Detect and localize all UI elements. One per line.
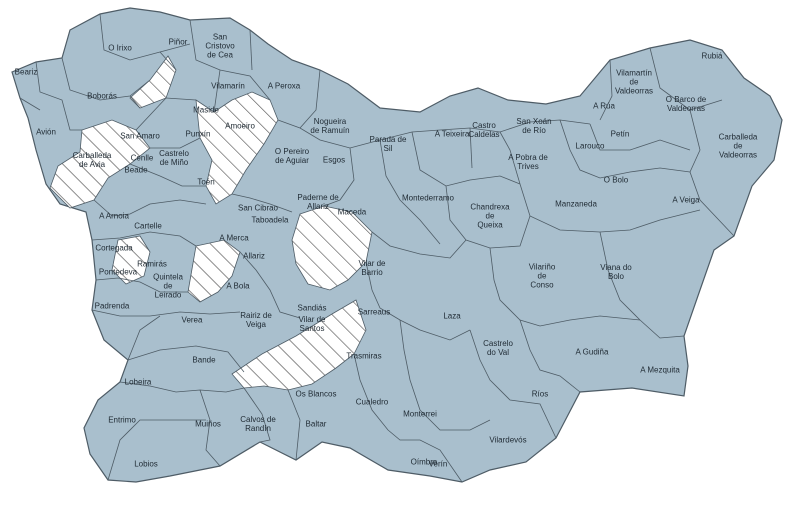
municipality-label: Beade: [124, 165, 148, 175]
municipality-label: Vilamarín: [211, 81, 245, 91]
municipality-label: Carballeda de Avia: [72, 151, 112, 169]
municipality-label: Boborás: [87, 91, 117, 101]
municipality-label: Calvos de Randín: [240, 415, 276, 433]
municipality-label: Ríos: [531, 389, 549, 399]
municipality-label: Petín: [610, 129, 630, 139]
hatched-area-ramiras: [111, 235, 151, 285]
hatched-area-center: [291, 205, 373, 291]
municipality-label: Carballeda de Valdeorras: [718, 132, 758, 160]
municipality-label: Laza: [443, 311, 461, 321]
municipality-label: Padrenda: [94, 301, 130, 311]
municipality-label: Rairiz de Veiga: [240, 311, 272, 329]
municipality-label: Sarreaus: [357, 307, 391, 317]
municipal-borders: [19, 13, 735, 483]
municipality-label: Toén: [197, 177, 215, 187]
municipality-label: Os Blancos: [295, 389, 337, 399]
municipality-label: Castro Caldelas: [468, 121, 500, 139]
municipality-label: Parada de Sil: [369, 135, 407, 153]
municipality-label: Avión: [36, 127, 56, 137]
municipality-label: Rubiá: [701, 51, 723, 61]
municipality-label: O Pereiro de Aguiar: [274, 147, 310, 165]
municipality-label: San Xoán de Río: [516, 117, 552, 135]
municipality-label: Verea: [181, 315, 203, 325]
municipality-label: Cenlle: [130, 153, 154, 163]
municipality-label: Cualedro: [355, 397, 389, 407]
municipality-label: Oímbra: [410, 457, 438, 467]
municipality-label: San Cibrao: [237, 203, 279, 213]
municipality-label: Larouco: [575, 141, 605, 151]
municipality-label: Vilar de Santos: [298, 315, 326, 333]
municipality-label: Beariz: [14, 67, 38, 77]
municipality-label: O Barco de Valdeorras: [665, 95, 707, 113]
municipality-label: Verín: [428, 459, 448, 469]
municipality-label: Vilardevós: [489, 435, 527, 445]
municipality-label: Viana do Bolo: [600, 263, 632, 281]
municipality-label: Vilamartín de Valdeorras: [614, 68, 654, 96]
municipality-label: Maceda: [337, 207, 367, 217]
municipality-label: A Teixeira: [434, 129, 470, 139]
municipality-label: Bande: [192, 355, 216, 365]
municipality-label: Paderne de Allariz: [297, 193, 339, 211]
municipality-label: Lobeira: [124, 377, 152, 387]
municipality-label: Vilariño de Conso: [528, 262, 556, 290]
municipality-label: Maside: [193, 105, 219, 115]
municipality-label: Lobios: [134, 459, 158, 469]
municipality-label: Castrelo de Miño: [159, 149, 189, 167]
municipality-label: Chandrexa de Queixa: [470, 202, 510, 230]
hatched-area-west: [49, 119, 151, 209]
municipality-label: Montederramo: [401, 193, 455, 203]
municipality-label: Cartelle: [134, 221, 162, 231]
municipality-label: Trasmiras: [346, 351, 382, 361]
municipality-label: Ramirás: [137, 259, 167, 269]
municipality-label: Esgos: [322, 155, 346, 165]
municipality-label: Entrimo: [108, 415, 136, 425]
municipality-label: Piñor: [168, 37, 188, 47]
municipality-label: A Merca: [219, 233, 249, 243]
municipality-label: Muiños: [195, 419, 221, 429]
municipality-label: Quintela de Leirado: [153, 272, 183, 300]
municipality-label: San Cristovo de Cea: [205, 32, 235, 60]
municipality-label: Sandiás: [297, 303, 327, 313]
municipality-label: Castrelo do Val: [483, 339, 513, 357]
municipality-label: O Bolo: [603, 175, 629, 185]
hatched-area-merca: [187, 239, 241, 303]
municipality-label: Punxín: [185, 129, 211, 139]
municipality-label: Taboadela: [251, 215, 289, 225]
hatched-area-center-north: [195, 91, 279, 205]
municipality-label: A Veiga: [672, 195, 700, 205]
municipality-label: Vilar de Barrio: [358, 259, 386, 277]
municipality-label: Nogueira de Ramuín: [310, 117, 350, 135]
municipality-label: San Amaro: [120, 131, 160, 141]
municipality-label: Amoeiro: [225, 121, 255, 131]
municipality-label: Allariz: [243, 251, 265, 261]
municipality-label: A Rúa: [593, 101, 615, 111]
municipality-label: Pontedeva: [98, 267, 138, 277]
municipality-label: Manzaneda: [555, 199, 597, 209]
municipality-label: Baltar: [305, 419, 327, 429]
municipality-label: Cortegada: [95, 243, 133, 253]
municipality-label: A Pobra de Trives: [508, 153, 548, 171]
municipality-label: A Peroxa: [267, 81, 301, 91]
municipality-label: A Bola: [226, 281, 250, 291]
municipality-label: A Mezquita: [640, 365, 680, 375]
municipality-label: A Arnoia: [99, 211, 129, 221]
municipality-label: O Irixo: [108, 43, 132, 53]
municipality-label: Monterrei: [403, 409, 437, 419]
municipality-label: A Gudiña: [575, 347, 609, 357]
